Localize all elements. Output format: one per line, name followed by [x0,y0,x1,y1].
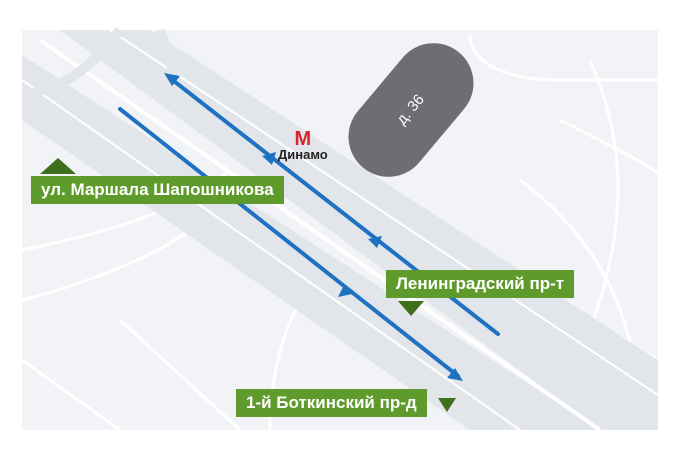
side-roads [21,26,180,112]
arrow-head-icon [338,285,352,297]
metro-station-name: Динамо [278,147,328,162]
route-arrows [164,73,463,381]
metro-station-marker: М Динамо [278,128,328,162]
metro-m-icon: М [294,128,312,150]
pointer-botkinsky [438,398,456,412]
label-botkinsky: 1-й Боткинский пр-д [236,389,427,417]
label-shaposhnikova: ул. Маршала Шапошникова [31,176,284,204]
route-southbound [118,107,460,378]
arrow-head-icon [368,236,382,248]
label-pointers [40,158,456,412]
label-leningradsky: Ленинградский пр-т [386,270,575,298]
main-avenue [21,29,659,432]
pointer-leningradsky [398,301,424,316]
arrow-head-icon [262,152,276,165]
pointer-shaposhnikova [40,158,76,174]
arrow-head-icon [447,368,463,381]
building-36: д. 36 [348,43,474,177]
arrow-head-icon [164,73,180,86]
